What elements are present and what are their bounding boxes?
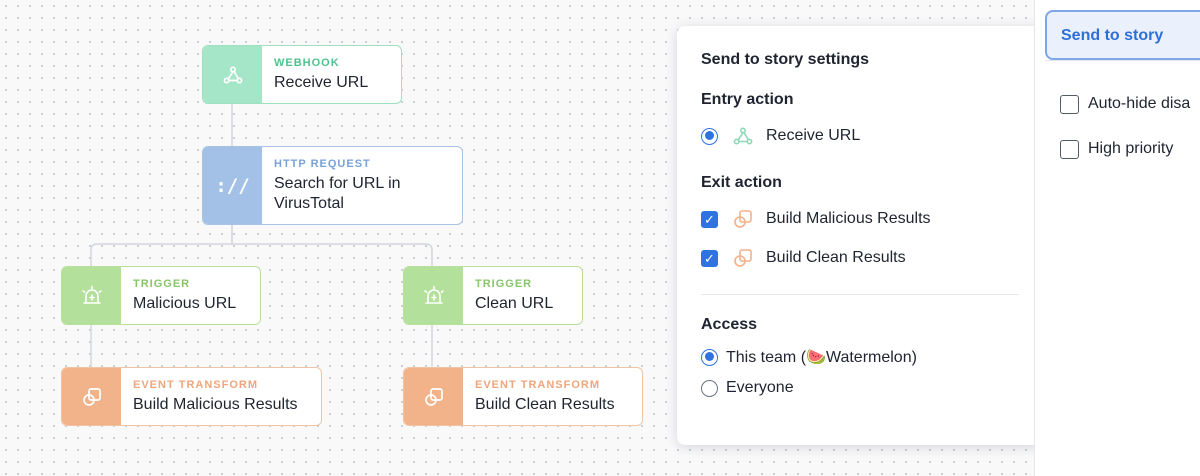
checkbox[interactable]: ✓ [701,249,718,267]
node-name: Malicious URL [133,295,237,312]
exit-option-build-clean-results[interactable]: ✓ Build Clean Results [701,246,906,270]
entry-option-receive-url[interactable]: Receive URL [701,124,860,148]
webhook-icon [732,125,754,147]
transform-icon [732,208,754,230]
node-type-label: EVENT TRANSFORM [133,379,258,391]
transform-icon [732,247,754,269]
auto-hide-option[interactable]: Auto-hide disa [1060,92,1190,116]
divider [1045,60,1200,61]
checkbox[interactable] [1060,94,1079,114]
trigger-malicious-node[interactable]: TRIGGER Malicious URL [61,266,261,325]
side-panel: Send to story Auto-hide disa High priori… [1034,0,1200,476]
option-label: Auto-hide disa [1088,95,1191,112]
node-name: Receive URL [274,74,369,91]
exit-action-heading: Exit action [701,174,782,191]
node-name: Search for URL in VirusTotal [274,175,401,212]
webhook-node[interactable]: WEBHOOK Receive URL [202,45,402,104]
transform-icon [62,368,121,425]
radio-button[interactable] [701,348,718,366]
radio-button[interactable] [701,379,718,397]
node-name: Build Malicious Results [133,396,298,413]
node-type-label: HTTP REQUEST [274,158,371,170]
transform-malicious-node[interactable]: EVENT TRANSFORM Build Malicious Results [61,367,322,426]
node-type-label: TRIGGER [133,278,191,290]
option-label: Build Malicious Results [766,210,931,227]
entry-action-heading: Entry action [701,91,794,108]
node-name: Clean URL [475,295,554,312]
node-type-label: EVENT TRANSFORM [475,379,600,391]
send-to-story-settings-panel: Send to story settings Entry action Rece… [677,26,1043,445]
panel-title: Send to story settings [701,51,870,68]
http-request-icon: :// [203,147,262,224]
webhook-icon [203,46,262,103]
siren-icon [404,267,463,324]
option-label: High priority [1088,140,1174,157]
http-request-node[interactable]: :// HTTP REQUEST Search for URL in Virus… [202,146,463,225]
node-type-label: WEBHOOK [274,57,340,69]
checkbox[interactable]: ✓ [701,210,718,228]
send-to-story-button[interactable]: Send to story [1045,10,1200,60]
siren-icon [62,267,121,324]
option-label: Receive URL [766,127,861,144]
high-priority-option[interactable]: High priority [1060,137,1173,161]
option-label: Everyone [726,379,794,396]
exit-option-build-malicious-results[interactable]: ✓ Build Malicious Results [701,207,931,231]
option-label: Build Clean Results [766,249,906,266]
trigger-clean-node[interactable]: TRIGGER Clean URL [403,266,583,325]
node-type-label: TRIGGER [475,278,533,290]
node-name: Build Clean Results [475,396,615,413]
access-heading: Access [701,316,758,333]
divider [701,294,1019,295]
access-option-this-team[interactable]: This team (🍉Watermelon) [701,345,917,369]
option-label: This team (🍉Watermelon) [726,349,917,366]
transform-icon [404,368,463,425]
radio-button[interactable] [701,127,718,145]
checkbox[interactable] [1060,139,1079,159]
transform-clean-node[interactable]: EVENT TRANSFORM Build Clean Results [403,367,643,426]
access-option-everyone[interactable]: Everyone [701,376,794,400]
